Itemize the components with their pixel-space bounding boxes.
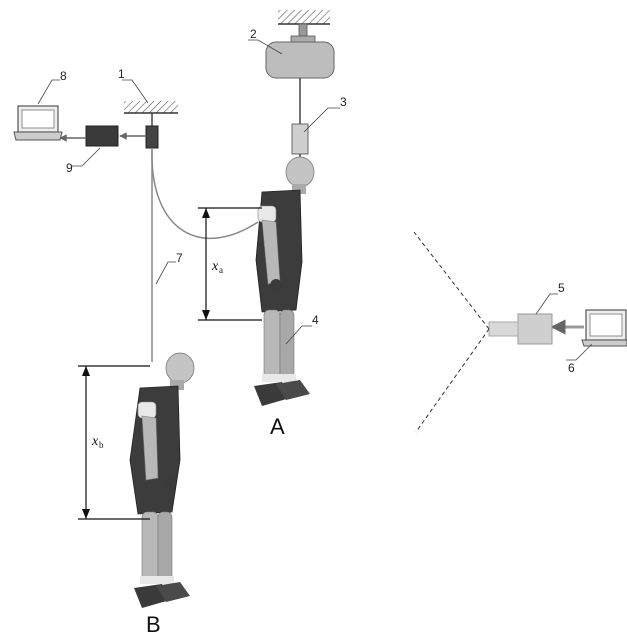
xa-symbol: x — [211, 259, 219, 274]
label-2: 2 — [250, 27, 257, 41]
dimension-xa — [198, 207, 262, 321]
camera-icon — [488, 313, 553, 345]
cable-to-a — [151, 149, 259, 239]
label-1: 1 — [118, 67, 125, 81]
label-5: 5 — [558, 281, 565, 295]
dimension-xb — [78, 365, 150, 520]
ceiling-mount-1 — [124, 101, 178, 126]
dummy-b — [129, 352, 195, 608]
label-3: 3 — [340, 95, 347, 109]
position-label-b: B — [146, 612, 161, 637]
label-8: 8 — [60, 69, 67, 83]
label-6: 6 — [568, 361, 575, 375]
label-4: 4 — [312, 313, 319, 327]
fov-line-top — [413, 231, 490, 330]
hoist-unit — [265, 41, 335, 79]
label-7: 7 — [176, 251, 183, 265]
amplifier-box — [85, 125, 119, 147]
sensor-box — [145, 125, 159, 149]
xa-subscript: a — [219, 265, 223, 275]
fov-line-bottom — [415, 328, 490, 433]
load-cell — [291, 123, 309, 155]
laptop-icon — [13, 105, 63, 141]
label-9: 9 — [66, 161, 73, 175]
dummy-a — [254, 156, 315, 406]
xb-subscript: b — [99, 440, 104, 450]
position-label-a: A — [270, 414, 285, 439]
leader-lines — [37, 39, 593, 361]
laptop-icon-6 — [581, 309, 627, 347]
ceiling-mount-2 — [278, 10, 330, 43]
xb-symbol: x — [91, 434, 99, 449]
